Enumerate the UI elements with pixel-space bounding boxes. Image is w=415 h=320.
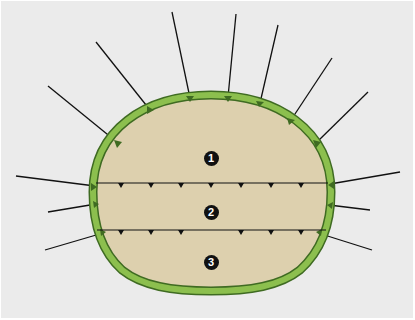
callout-number: 1	[204, 151, 219, 166]
callout-number: 3	[204, 255, 219, 270]
shotcrete-layer	[93, 95, 331, 291]
bolt-heads	[91, 96, 334, 236]
bench-lines	[96, 183, 328, 235]
callout-number: 2	[204, 205, 219, 220]
tunnel-lining	[93, 95, 331, 291]
